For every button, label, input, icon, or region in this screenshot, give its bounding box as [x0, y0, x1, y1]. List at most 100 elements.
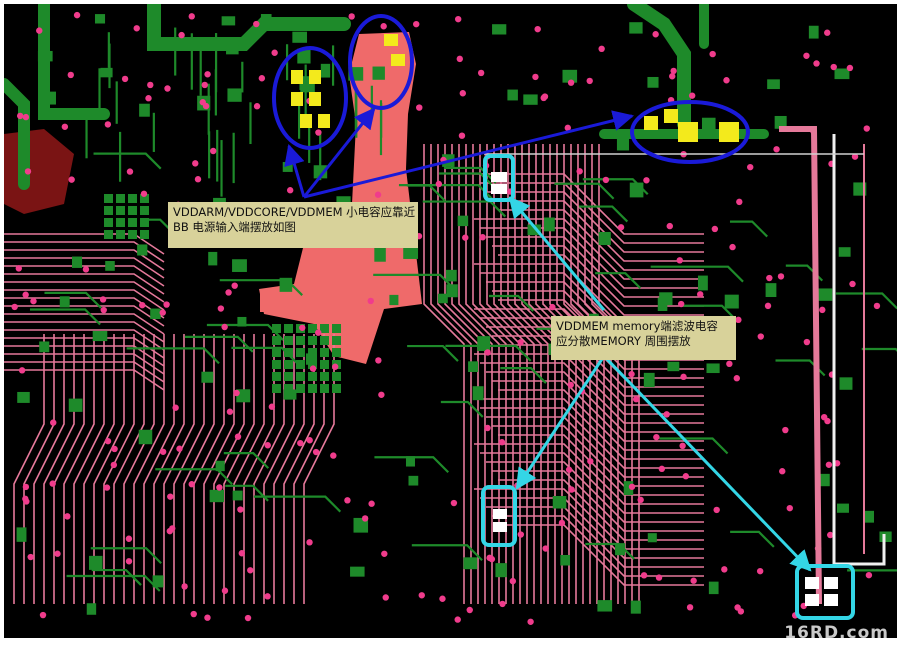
- pad: [59, 296, 70, 308]
- pad: [215, 460, 225, 472]
- via: [439, 595, 446, 602]
- via: [253, 20, 260, 28]
- via: [27, 553, 34, 561]
- pad: [116, 206, 125, 215]
- trace: [374, 456, 450, 474]
- via: [99, 296, 107, 303]
- cyan-callouts: [481, 154, 855, 620]
- trace: [472, 144, 514, 604]
- pad: [372, 66, 385, 80]
- via: [486, 554, 493, 562]
- pad: [667, 361, 680, 372]
- pad: [272, 360, 281, 369]
- via: [139, 301, 146, 309]
- cyan-rounded-box-icon: [483, 154, 515, 202]
- trace: [153, 334, 185, 604]
- trace: [53, 334, 85, 604]
- via: [517, 531, 525, 538]
- trace: [4, 297, 165, 319]
- via: [764, 302, 772, 310]
- pad: [39, 341, 50, 353]
- trace: [458, 144, 500, 604]
- pad: [597, 600, 613, 612]
- pad: [128, 218, 137, 227]
- via: [682, 473, 690, 480]
- pad: [643, 372, 655, 388]
- via: [306, 437, 313, 444]
- via: [628, 483, 636, 490]
- trace: [498, 209, 704, 271]
- via: [735, 316, 742, 324]
- right-note-line2: 应分散MEMORY 周围摆放: [556, 334, 691, 348]
- via: [540, 94, 547, 102]
- trace: [203, 334, 235, 604]
- via: [819, 306, 826, 314]
- trace: [480, 452, 704, 514]
- arrow-icon: [302, 107, 376, 198]
- via: [344, 497, 351, 504]
- trace: [4, 257, 165, 279]
- via: [217, 305, 225, 312]
- trace: [233, 334, 265, 604]
- via: [378, 391, 385, 398]
- via: [30, 297, 37, 305]
- pad: [320, 348, 329, 357]
- via: [147, 81, 154, 89]
- arrow-icon: [508, 196, 606, 311]
- trace: [729, 220, 768, 238]
- via: [709, 50, 716, 58]
- pad: [140, 230, 149, 239]
- board-outline-traces: [484, 126, 886, 605]
- trace: [521, 144, 563, 604]
- pad: [140, 206, 149, 215]
- via: [103, 484, 111, 491]
- pad: [209, 489, 225, 503]
- via: [658, 465, 666, 473]
- via: [231, 282, 238, 289]
- via: [643, 177, 650, 184]
- via: [803, 52, 810, 59]
- trace: [585, 542, 635, 560]
- trace: [4, 313, 165, 335]
- pad: [299, 76, 310, 90]
- trace: [451, 144, 493, 604]
- via: [766, 274, 773, 282]
- via: [676, 257, 683, 264]
- via: [567, 381, 574, 389]
- via: [190, 610, 197, 618]
- via: [782, 426, 789, 434]
- trace: [103, 334, 135, 604]
- pad: [374, 247, 386, 262]
- cyan-rounded-box-icon: [795, 564, 855, 620]
- pad: [128, 206, 137, 215]
- via: [73, 11, 81, 19]
- via: [299, 324, 306, 331]
- trace: [4, 369, 165, 391]
- via: [204, 71, 211, 78]
- via: [67, 71, 74, 79]
- pad: [457, 215, 469, 227]
- trace: [492, 380, 704, 442]
- via: [435, 180, 443, 188]
- pad: [116, 194, 125, 203]
- pad: [647, 76, 659, 88]
- via: [688, 92, 696, 99]
- via: [576, 168, 583, 175]
- via: [381, 550, 388, 557]
- via: [368, 500, 375, 507]
- trace: [223, 334, 255, 604]
- via: [22, 291, 29, 298]
- pad: [445, 269, 457, 282]
- pad: [523, 94, 538, 105]
- pad: [94, 14, 106, 24]
- pad: [296, 384, 305, 393]
- arrow-icon: [284, 143, 306, 198]
- pad: [808, 25, 819, 39]
- pad: [332, 372, 341, 381]
- via: [24, 168, 32, 175]
- pad: [227, 88, 242, 102]
- via: [655, 574, 663, 581]
- trace: [66, 574, 161, 592]
- via: [64, 513, 71, 520]
- trace: [488, 294, 534, 312]
